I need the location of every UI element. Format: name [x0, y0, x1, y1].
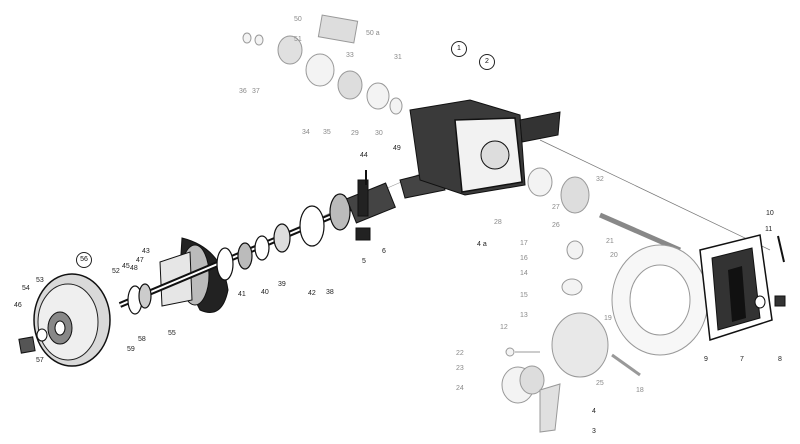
part-label-30: 30	[375, 130, 383, 137]
part-label-51: 51	[294, 36, 302, 43]
part-label-50a: 50 a	[366, 30, 380, 37]
part-label-1: 1	[451, 41, 467, 57]
part-label-54: 54	[22, 285, 30, 292]
part-label-32: 32	[596, 176, 604, 183]
part-label-37: 37	[252, 88, 260, 95]
part-label-26: 26	[552, 222, 560, 229]
part-label-41: 41	[238, 291, 246, 298]
shaft-bearings	[127, 193, 351, 315]
part-label-7: 7	[740, 356, 744, 363]
part-label-44: 44	[360, 152, 368, 159]
part-label-52: 52	[112, 268, 120, 275]
pinion-assembly	[242, 14, 403, 115]
part-label-17: 17	[520, 240, 528, 247]
part-label-21: 21	[606, 238, 614, 245]
part-label-20: 20	[610, 252, 618, 259]
rear-cover	[699, 234, 786, 341]
part-label-53: 53	[36, 277, 44, 284]
part-label-50: 50	[294, 16, 302, 23]
part-label-49: 49	[393, 145, 401, 152]
part-label-4: 4	[592, 408, 596, 415]
part-label-3: 3	[592, 428, 596, 435]
part-label-8: 8	[778, 356, 782, 363]
part-label-45: 45	[122, 263, 130, 270]
part-label-40: 40	[261, 289, 269, 296]
part-label-5: 5	[362, 258, 366, 265]
part-label-35: 35	[323, 129, 331, 136]
part-label-58: 58	[138, 336, 146, 343]
brake-drum	[33, 273, 111, 367]
part-label-36: 36	[239, 88, 247, 95]
part-label-42: 42	[308, 290, 316, 297]
part-label-16: 16	[520, 255, 528, 262]
part-label-27: 27	[552, 204, 560, 211]
part-label-11: 11	[765, 226, 773, 233]
part-label-57: 57	[36, 357, 44, 364]
part-label-34: 34	[302, 129, 310, 136]
part-label-12: 12	[500, 324, 508, 331]
part-label-33: 33	[346, 52, 354, 59]
part-label-15: 15	[520, 292, 528, 299]
part-label-25: 25	[596, 380, 604, 387]
part-label-46: 46	[14, 302, 22, 309]
part-label-13: 13	[520, 312, 528, 319]
differential-assembly	[501, 167, 709, 433]
brake-backing-plate	[159, 237, 229, 313]
part-label-2: 2	[479, 54, 495, 70]
part-label-23: 23	[456, 365, 464, 372]
part-label-18: 18	[636, 387, 644, 394]
part-label-4a: 4 a	[477, 241, 487, 248]
part-label-22: 22	[456, 350, 464, 357]
part-label-43: 43	[142, 248, 150, 255]
part-label-59: 59	[127, 346, 135, 353]
part-label-48: 48	[130, 265, 138, 272]
part-label-31: 31	[394, 54, 402, 61]
wheel-nut	[18, 328, 48, 354]
part-label-56: 56	[76, 252, 92, 268]
part-label-9: 9	[704, 356, 708, 363]
part-label-39: 39	[278, 281, 286, 288]
part-label-28: 28	[494, 219, 502, 226]
part-label-47: 47	[136, 257, 144, 264]
part-label-55: 55	[168, 330, 176, 337]
axle-housing	[399, 99, 561, 199]
part-label-6: 6	[382, 248, 386, 255]
part-label-14: 14	[520, 270, 528, 277]
part-label-24: 24	[456, 385, 464, 392]
part-label-38: 38	[326, 289, 334, 296]
part-label-10: 10	[766, 210, 774, 217]
axle-tube-bracket	[346, 170, 396, 241]
part-label-19: 19	[604, 315, 612, 322]
part-label-29: 29	[351, 130, 359, 137]
